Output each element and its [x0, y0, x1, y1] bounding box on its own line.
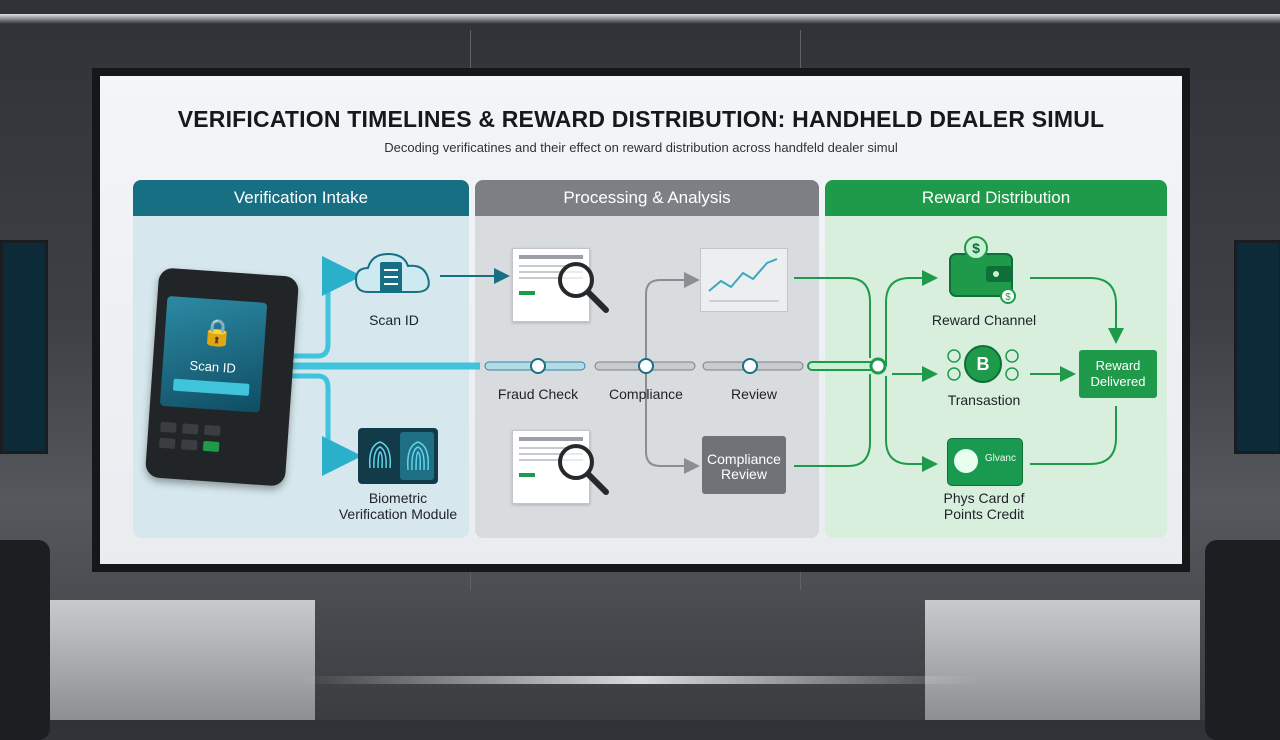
magnifier-icon: [558, 262, 609, 313]
biometric-label-line1: Biometric: [368, 490, 428, 506]
connector-to-card: [885, 376, 938, 472]
card-label: Phys Card of Points Credit: [914, 490, 1054, 522]
card-text: Glvanc: [984, 453, 1016, 464]
step-node-fraud: [530, 358, 546, 374]
reward-channel-label: Reward Channel: [931, 312, 1037, 328]
wall-display: VERIFICATION TIMELINES & REWARD DISTRIBU…: [92, 68, 1190, 572]
fingerprint-icon: [358, 428, 438, 484]
transaction-label: Transastion: [947, 392, 1021, 408]
step-node-compliance: [638, 358, 654, 374]
connector-to-scan-id: [290, 256, 362, 359]
svg-text:$: $: [972, 240, 980, 256]
biometric-label-line2: Verification Module: [338, 506, 458, 522]
svg-text:$: $: [1005, 292, 1011, 303]
keypad-key: [203, 424, 221, 436]
scan-id-label: Scan ID: [369, 312, 419, 328]
section-header-intake: Verification Intake: [133, 180, 469, 216]
connector-to-analytics: [645, 272, 700, 358]
page-subtitle: Decoding verificatines and their effect …: [384, 140, 898, 155]
page-title: VERIFICATION TIMELINES & REWARD DISTRIBU…: [177, 106, 1105, 132]
section-header-reward: Reward Distribution: [825, 180, 1167, 216]
step-label-compliance: Compliance: [609, 386, 683, 402]
connector-analytics-to-reward: [794, 277, 871, 358]
terminal-button-bar: [172, 378, 250, 396]
keypad-key: [160, 421, 177, 433]
handheld-terminal: 🔒 Scan ID: [144, 267, 300, 487]
left-desk: [40, 600, 315, 720]
biometric-label: Biometric Verification Module: [328, 490, 468, 522]
reward-delivered-line2: Delivered: [1090, 374, 1146, 389]
right-chair: [1205, 540, 1280, 740]
connector-card-to-delivered: [1030, 406, 1117, 465]
trend-line-icon: [708, 258, 779, 302]
card-badge: [954, 449, 978, 473]
connector-to-reward-channel: [885, 270, 938, 366]
step-node-reward: [869, 357, 887, 375]
right-side-monitor: [1234, 240, 1280, 454]
connector-to-biometric: [290, 373, 362, 476]
right-desk: [925, 600, 1200, 720]
left-chair: [0, 540, 50, 740]
card-label-line1: Phys Card of: [943, 490, 1025, 506]
reward-delivered-line1: Reward: [1095, 358, 1141, 373]
connector-channel-to-delivered: [1030, 277, 1124, 344]
wallet-icon: $ $: [949, 236, 1016, 304]
step-node-review: [742, 358, 758, 374]
magnifier-icon: [558, 444, 609, 495]
keypad-key: [181, 423, 199, 435]
keypad-key: [180, 439, 198, 451]
terminal-scan-id-label: Scan ID: [189, 357, 237, 376]
cloud-server-icon: [354, 252, 430, 293]
left-side-monitor: [0, 240, 48, 454]
analytics-card: [700, 248, 788, 312]
connector-to-compliance-review: [645, 374, 700, 474]
ceiling-light: [0, 14, 1280, 24]
lock-icon: 🔒: [200, 316, 235, 349]
section-header-processing: Processing & Analysis: [475, 180, 819, 216]
floor-light: [300, 676, 980, 684]
infographic: VERIFICATION TIMELINES & REWARD DISTRIBU…: [100, 76, 1182, 564]
points-card-icon: Glvanc: [947, 438, 1023, 486]
connector-review-to-reward: [794, 374, 871, 467]
step-label-fraud-check: Fraud Check: [497, 386, 579, 402]
step-label-review: Review: [731, 386, 777, 402]
compliance-review-line2: Review: [721, 466, 767, 482]
terminal-screen: 🔒 Scan ID: [159, 296, 268, 413]
keypad-key: [158, 437, 176, 449]
svg-text:B: B: [977, 354, 990, 374]
flow-capsule: [807, 361, 881, 371]
compliance-review-line1: Compliance: [707, 451, 781, 467]
compliance-review-card: Compliance Review: [702, 436, 786, 494]
reward-delivered-box: Reward Delivered: [1079, 350, 1157, 398]
bitcoin-icon: B: [947, 345, 1019, 383]
keypad-key-green: [202, 440, 220, 452]
card-label-line2: Points Credit: [943, 506, 1025, 522]
flow-connectors: [280, 256, 1124, 476]
